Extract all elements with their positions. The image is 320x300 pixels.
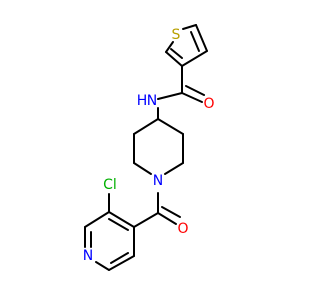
bond-c2-c3 bbox=[195, 24, 208, 52]
carbonyl-oxygen-atom-label: O bbox=[177, 221, 188, 237]
amide-nitrogen-atom-label: N bbox=[147, 93, 157, 109]
bond-s-c2 bbox=[182, 24, 197, 30]
bond-carbonyl-c-o bbox=[157, 212, 177, 225]
bond-pyr-n-c6 bbox=[95, 261, 110, 271]
bond-pyr-c3-c2 bbox=[84, 211, 110, 228]
bond-pyr-c6-c5-double bbox=[110, 252, 129, 264]
pyridine-nitrogen-atom-label: N bbox=[83, 248, 93, 264]
bond-pip-n-c6 bbox=[133, 162, 152, 175]
bond-carbonyl-c-pyr-c4 bbox=[133, 212, 159, 228]
atom-labels: S O N H N O Cl N bbox=[83, 27, 215, 264]
bond-pip-c2-n bbox=[164, 162, 184, 175]
bond-c4-c5-double bbox=[170, 48, 183, 59]
bond-amide-c-n bbox=[157, 92, 183, 100]
bond-c3-c4 bbox=[181, 50, 208, 67]
bond-c2-c3-double bbox=[190, 31, 200, 52]
bond-c4-c5 bbox=[165, 51, 183, 67]
piperidine-nitrogen-atom-label: N bbox=[153, 173, 163, 189]
bonds bbox=[84, 24, 208, 271]
bond-pyr-c4-c3-double bbox=[108, 218, 129, 231]
bond-pip-c5-c4 bbox=[133, 118, 159, 135]
bond-pip-c4-c3 bbox=[157, 118, 184, 135]
bond-pyr-c6-c5 bbox=[108, 255, 135, 271]
bond-pyr-c4-c3 bbox=[108, 211, 135, 228]
chlorine-atom-label: Cl bbox=[103, 177, 117, 193]
bond-carbonyl-c-o-double bbox=[161, 206, 181, 218]
molecule-structure: S O N H N O Cl N bbox=[83, 24, 215, 271]
amide-oxygen-atom-label: O bbox=[203, 96, 214, 112]
bond-amide-c-o bbox=[181, 92, 203, 103]
bond-s-c5 bbox=[165, 41, 174, 53]
sulfur-atom-label: S bbox=[172, 27, 181, 43]
amide-hydrogen-atom-label: H bbox=[137, 93, 148, 109]
bond-amide-c-o-double bbox=[185, 85, 205, 96]
